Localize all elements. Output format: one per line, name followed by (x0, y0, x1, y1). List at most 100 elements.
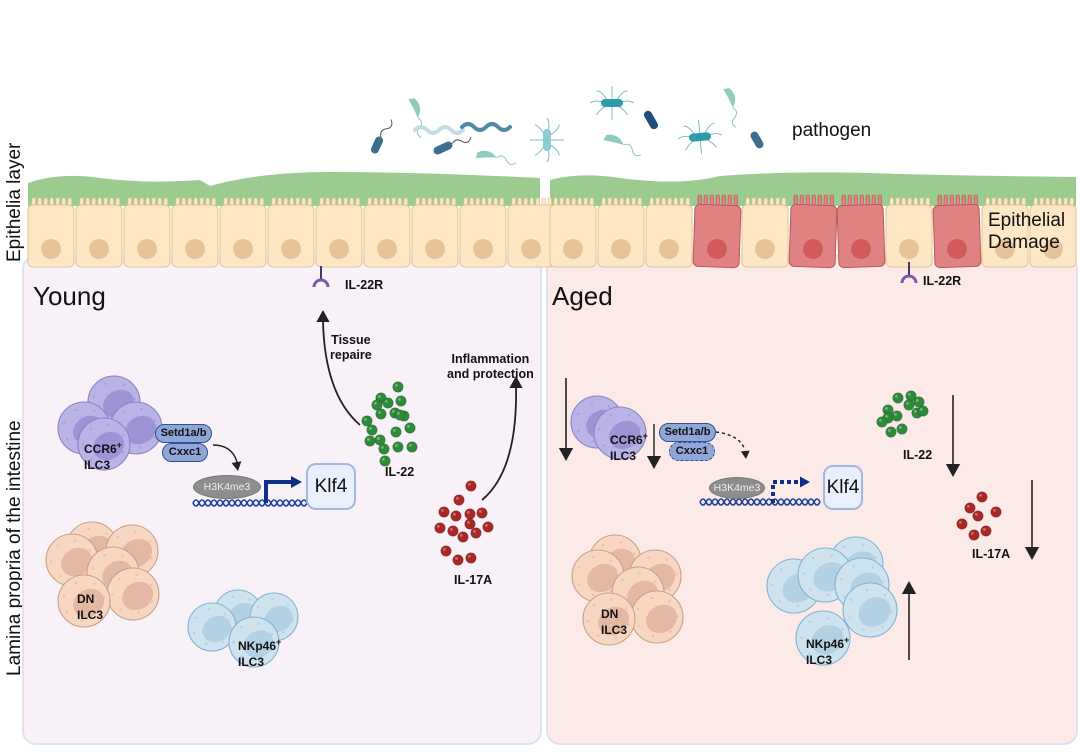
granule (62, 421, 66, 424)
bead-highlight (885, 407, 888, 410)
aged-setd1-pill: Setd1a/b (659, 423, 716, 442)
bead-highlight (393, 429, 396, 432)
granule (865, 588, 869, 592)
dna-strand (699, 498, 821, 506)
nkp46-cell (795, 610, 851, 666)
granule (883, 594, 887, 597)
bead (453, 494, 465, 506)
granule (232, 640, 236, 644)
vibrio-body (723, 88, 736, 108)
spirochete-icon (413, 125, 465, 135)
granule (194, 616, 197, 620)
epithelial-cell (645, 197, 693, 268)
bead-highlight (441, 509, 444, 512)
granule (674, 573, 677, 576)
epithelial-damage-label: Epithelial Damage (988, 210, 1065, 254)
bead-highlight (979, 494, 982, 497)
dn-ilc3-text: ILC3 (77, 608, 104, 622)
bead (438, 506, 450, 518)
dn-cell (571, 549, 625, 603)
granule (843, 595, 846, 598)
bead-highlight (382, 458, 385, 461)
cell-nucleus (243, 630, 274, 658)
flagellated-bacterium-icon (589, 85, 635, 120)
ccr6-sup: + (116, 440, 122, 450)
aged-il17a-label: IL-17A (972, 547, 1011, 561)
granule (780, 568, 783, 571)
cell-body (219, 204, 267, 268)
bead-highlight (975, 513, 978, 516)
epithelial-cell (363, 197, 411, 268)
granule (122, 411, 125, 414)
aged-il22-decrease-arrow-head (945, 464, 961, 477)
granule (104, 382, 108, 386)
dn-cell (630, 590, 684, 644)
inflammation-arrowhead (509, 376, 523, 388)
granule (121, 451, 125, 454)
bead-highlight (908, 393, 911, 396)
granule (138, 446, 141, 449)
nucleus (425, 239, 445, 259)
ccr6-sup: + (642, 431, 648, 441)
epithelial-cell (459, 197, 507, 268)
granule (638, 426, 642, 430)
cell-body (459, 204, 507, 268)
epithelial-cell (123, 197, 171, 268)
granule (88, 549, 92, 552)
bead (361, 415, 373, 427)
bead-highlight (381, 446, 384, 449)
pathogen-label: pathogen (792, 120, 872, 141)
granule (882, 580, 885, 584)
granule (590, 401, 594, 405)
granule (614, 636, 618, 639)
tissue-repair-arrowhead (316, 310, 330, 322)
dna-strand (192, 499, 314, 507)
young-dn-ilc3-label: DN ILC3 (77, 591, 103, 623)
granule (59, 575, 62, 578)
bead (394, 409, 406, 421)
nkp46-ilc3-text: ILC3 (806, 653, 833, 667)
granule (62, 594, 66, 597)
granule (610, 598, 613, 601)
granule (578, 566, 581, 569)
young-il22-beads (361, 381, 418, 467)
bead-highlight (916, 399, 919, 402)
cell-body (645, 204, 693, 268)
flagellum (451, 136, 472, 145)
cell-nucleus (202, 615, 231, 643)
granule (669, 630, 672, 633)
nucleus (281, 239, 301, 259)
flagellum (731, 107, 738, 128)
granule (107, 423, 110, 427)
granule (654, 580, 657, 584)
flagellum (380, 119, 393, 137)
epithelial-cell (75, 197, 123, 268)
cell-body (692, 203, 742, 269)
bacterium-body (543, 129, 551, 151)
inflammation-line-2: and protection (447, 367, 534, 381)
bead-highlight (409, 444, 412, 447)
granule (811, 557, 815, 560)
bead (390, 426, 402, 438)
bead (379, 455, 391, 467)
epithelial-cell (1029, 197, 1077, 268)
bacterium-body (750, 131, 764, 149)
aged-dn-ilc3-label: DN ILC3 (601, 606, 627, 638)
bead-highlight (398, 398, 401, 401)
granule (122, 383, 126, 387)
granule (665, 558, 668, 561)
aged-il17a-beads (956, 491, 1002, 541)
epithelial-cell (267, 197, 315, 268)
bead-highlight (407, 425, 410, 428)
granule (632, 552, 636, 555)
granule (224, 612, 227, 616)
granule (291, 618, 295, 621)
bead (917, 405, 929, 417)
granule (809, 588, 812, 592)
bead (470, 527, 482, 539)
granule (116, 535, 119, 538)
nucleus (851, 239, 871, 259)
aged-setd1-dashed-arrow (715, 431, 746, 451)
granule (73, 539, 77, 542)
granule (248, 598, 251, 601)
